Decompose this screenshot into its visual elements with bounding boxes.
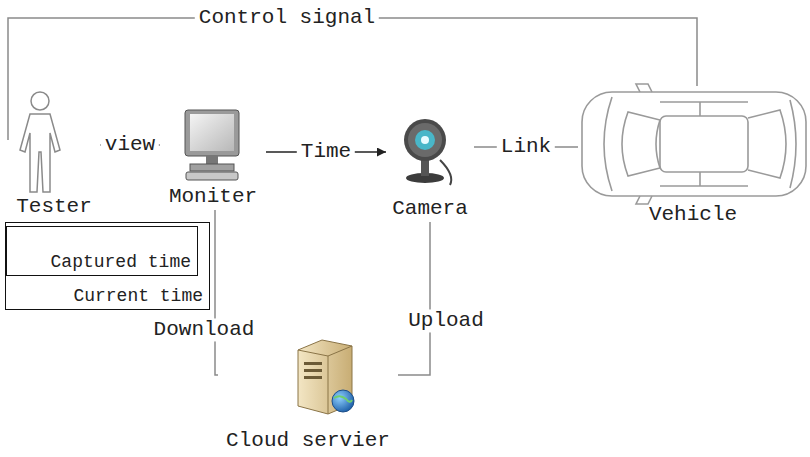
person-node: Tester — [8, 88, 100, 220]
edge-label: Link — [497, 135, 555, 158]
monitor-icon — [185, 110, 239, 180]
vehicle-illustration — [582, 84, 806, 204]
edge-label: Control signal — [195, 6, 379, 29]
edge-label: Download — [150, 318, 259, 341]
node-label: Cloud servier — [226, 429, 390, 452]
server-node: Cloud servier — [218, 336, 398, 454]
connector-line — [215, 210, 218, 375]
time-box: Current time Captured time — [5, 222, 210, 310]
monitor-node: Moniter — [160, 104, 266, 210]
edge-label: Upload — [404, 309, 488, 332]
connector-line — [8, 18, 697, 140]
node-label: Camera — [392, 197, 468, 220]
edge-label: view — [101, 133, 159, 156]
node-label: Moniter — [169, 185, 257, 208]
person-icon — [20, 92, 60, 192]
camera-node: Camera — [386, 112, 474, 222]
server-icon — [298, 340, 354, 414]
vehicle-node: Vehicle — [578, 86, 808, 228]
edge-label: Time — [297, 140, 355, 163]
node-label: Tester — [16, 195, 92, 218]
node-label: Captured time — [51, 253, 191, 273]
connector-line — [398, 222, 430, 375]
webcam-icon — [404, 119, 451, 185]
time-box: Captured time — [6, 226, 198, 276]
node-label: Vehicle — [649, 203, 737, 226]
node-label: Current time — [73, 287, 203, 307]
